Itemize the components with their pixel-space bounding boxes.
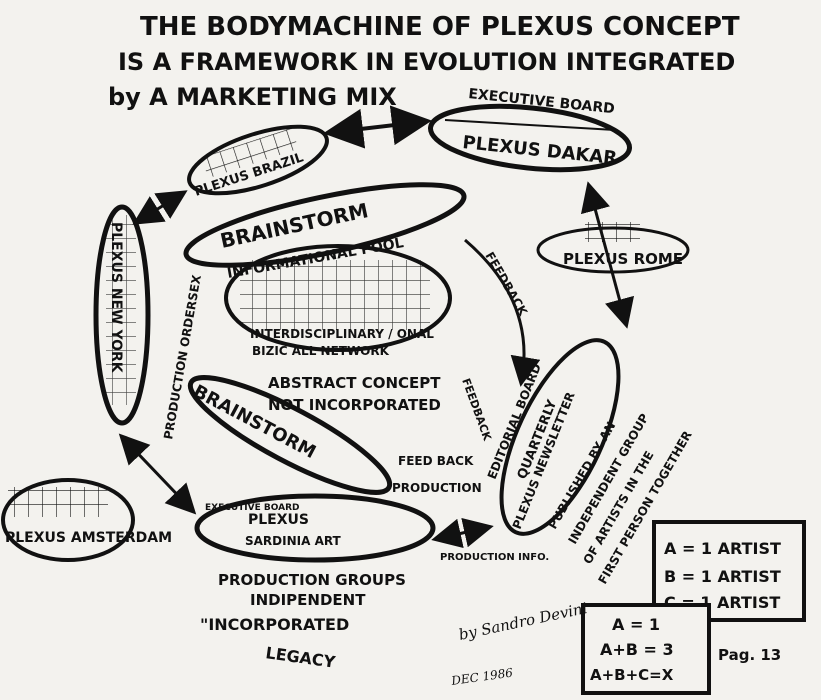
production-label: PRODUCTION [392,481,482,495]
groups-line-2: INDIPENDENT [250,591,366,609]
amsterdam-grid [8,487,108,517]
feedback-label-1: FEEDBACK [482,250,530,319]
newyork-grid [106,215,136,405]
executive-small-label: EXECUTIVE BOARD [205,503,300,513]
abstract-concept-label: ABSTRACT CONCEPT [268,374,441,392]
sardinia-oval [194,493,436,563]
groups-line-4: LEGACY [264,643,336,672]
feedback-arc [464,238,541,387]
production-ordersex-label: PRODUCTION ORDERSEX [161,273,204,440]
pool-line-2: BIZIC ALL NETWORK [252,344,390,358]
groups-line-1: PRODUCTION GROUPS [218,571,406,589]
amsterdam-oval [1,478,135,562]
pool-line-1: INTERDISCIPLINARY / ONAL [250,327,434,341]
sardinia-newsletter-arrow [431,517,494,549]
feedback-label-2: FEEDBACK [459,377,494,443]
newyork-brazil-arrow [132,190,188,225]
formula-line-1: A = 1 [612,615,660,634]
title-line-3: by A MARKETING MIX [108,83,397,111]
executive-board-label: EXECUTIVE BOARD [468,86,616,117]
brazil-grid [201,128,299,179]
pool-oval [224,244,452,352]
dakar-grid-line [444,119,616,131]
feedback-label-3: FEED BACK [398,454,474,468]
title-line-2: IS A FRAMEWORK IN EVOLUTION INTEGRATED [118,48,735,76]
pool-grid [240,260,430,330]
groups-line-3: "INCORPORATED [200,615,349,634]
page-number: Pag. 13 [718,646,781,664]
newsletter-oval [499,338,621,536]
plexus-dakar-label: PLEXUS DAKAR [461,132,618,169]
legend-line-2: B = 1 ARTIST [664,567,781,586]
plexus-newyork-label: PLEXUS NEW YORK [108,222,124,374]
signature-date: DEC 1986 [449,665,514,688]
title-line-1: THE BODYMACHINE OF PLEXUS CONCEPT [140,12,740,42]
rome-grid [585,222,640,242]
sardinia-art-label: SARDINIA ART [245,534,342,548]
production-info-label: PRODUCTION INFO. [440,552,549,563]
legend-line-1: A = 1 ARTIST [664,539,781,558]
formula-box [581,603,711,695]
brainstorm-bottom-oval [187,375,393,495]
dakar-rome-arrow [580,181,635,329]
brainstorm-bottom-label: BRAINSTORM [190,381,320,463]
newyork-sardinia-arrow [118,433,197,515]
plexus-sardinia-label: PLEXUS [248,512,309,528]
plexus-amsterdam-label: PLEXUS AMSTERDAM [5,530,172,546]
formula-line-3: A+B+C=X [590,666,674,684]
brazil-dakar-arrow [323,105,432,149]
plexus-rome-label: PLEXUS ROME [563,250,683,268]
legend-box [652,520,806,622]
brainstorm-top-oval [183,182,467,268]
signature: by Sandro Devini [457,599,589,644]
not-incorporated-label: NOT INCORPORATED [268,396,441,414]
newyork-oval [93,204,151,426]
formula-line-2: A+B = 3 [600,640,674,659]
